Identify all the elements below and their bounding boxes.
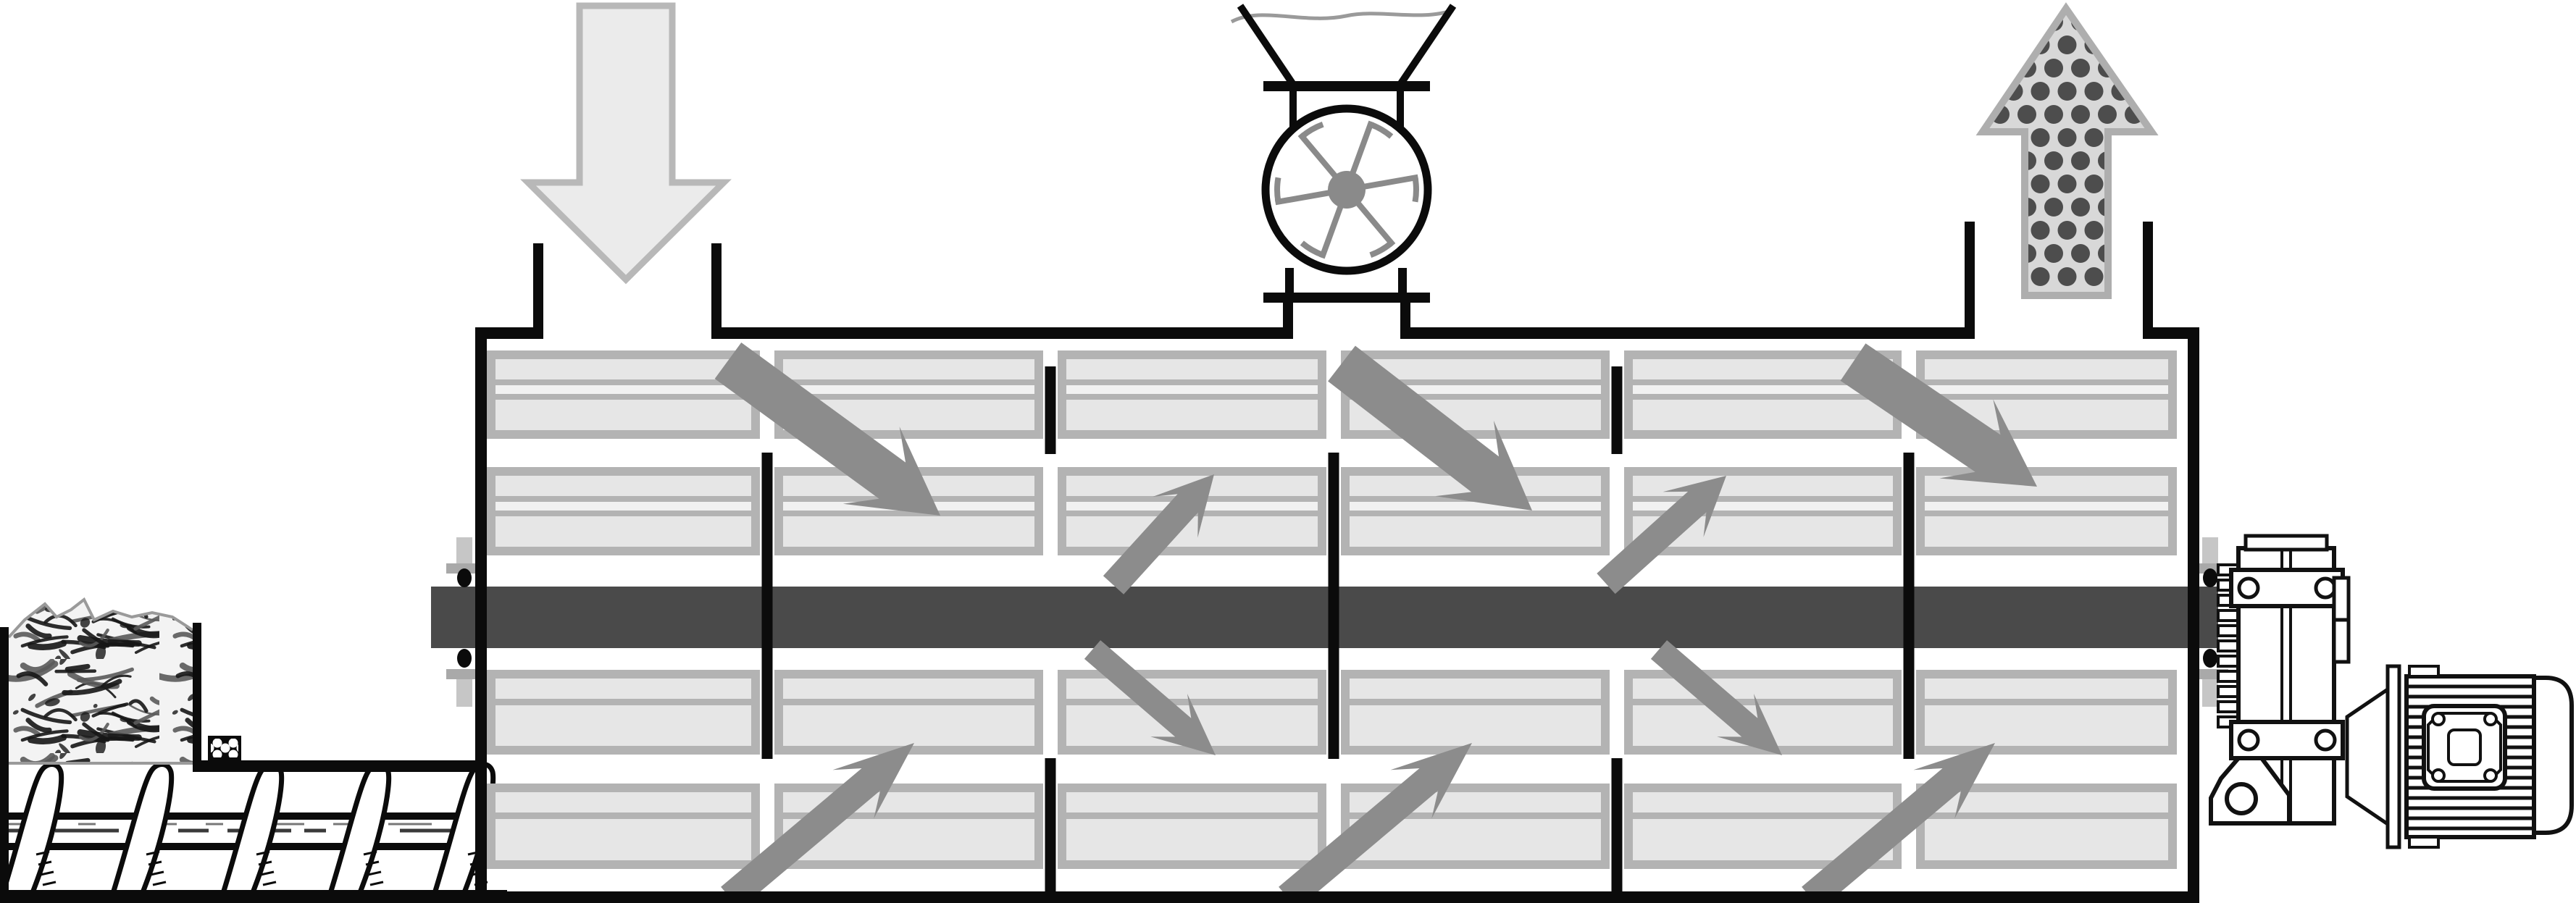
valve-outlet-duct-wall [1283, 303, 1293, 339]
gearbox-fin [2217, 609, 2240, 622]
partition-bottom-stub [1045, 758, 1056, 891]
airlock-feeder-block [208, 736, 241, 760]
bracket-bolt [2237, 576, 2260, 600]
bracket-bolt [2314, 576, 2337, 600]
belt-decks [487, 350, 2177, 869]
bearing-bolt [2203, 568, 2217, 587]
valve-vane-flap [1300, 240, 1324, 258]
flow-bottom-1-arrow-icon [721, 743, 914, 903]
bracket-bolt [2237, 728, 2260, 752]
inlet-duct-wall [711, 243, 722, 339]
drive-motor [2404, 665, 2574, 849]
belt-deck-row [487, 784, 2177, 869]
valve-housing-wall [1398, 268, 1407, 294]
screw-conveyor [0, 762, 507, 903]
terminal-bolt [2431, 768, 2446, 783]
bearing-bolt [457, 568, 472, 587]
motor-tab [2408, 665, 2440, 678]
flow-top-1-arrow-icon [714, 343, 940, 516]
valve-vane-flap [1412, 177, 1419, 203]
valve-vane-flap [1300, 122, 1324, 139]
hopper-wall [1237, 4, 1297, 88]
flow-bottom-3-arrow-icon [1802, 743, 1995, 903]
partition-bottom-stub [1611, 758, 1623, 891]
flow-arrows [714, 343, 2037, 903]
conveyor-trough-bottom [0, 890, 507, 903]
partition-top-stub [1611, 366, 1623, 454]
flow-up-2-arrow-icon [1597, 476, 1726, 595]
valve-vane-flap [1369, 240, 1394, 258]
gearbox-flange [2332, 576, 2351, 622]
partition-top-stub [1045, 366, 1056, 454]
material-level-line [1230, 8, 1454, 24]
flow-up-1-arrow-icon [1103, 474, 1214, 595]
gearbox-fin [2217, 685, 2240, 698]
shaft-bearing [446, 649, 475, 707]
motor-flange-plate [2385, 664, 2401, 849]
hopper-flange [1263, 81, 1430, 91]
chamber-left-wall [475, 327, 487, 903]
drying-chamber-walls [475, 222, 2199, 903]
chamber-top-wall [722, 327, 1283, 339]
fan-cowl [2532, 676, 2574, 835]
chamber-top-wall [1410, 327, 1965, 339]
shaft-bearing [2199, 649, 2228, 707]
flow-down-1-arrow-icon [1084, 640, 1216, 755]
inlet-duct-wall [533, 243, 543, 339]
chamber-top-wall [475, 327, 533, 339]
rotary-valve [1261, 104, 1432, 339]
valve-vane-flap [1274, 177, 1281, 203]
valve-outlet-flange [1263, 293, 1430, 303]
drive-unit [2209, 534, 2574, 849]
bin-left-wall [0, 627, 9, 903]
foot-hole [2225, 782, 2258, 815]
motor-tab [2408, 836, 2440, 849]
rotor-shaft [431, 587, 2218, 648]
flow-down-2-arrow-icon [1650, 640, 1782, 755]
gearbox-fin [2217, 639, 2240, 652]
feed-hopper [1230, 4, 1457, 162]
gearbox-fin [2217, 624, 2240, 637]
bin-right-wall [193, 623, 201, 766]
flow-top-3-arrow-icon [1840, 343, 2037, 487]
gearbox [2209, 534, 2351, 826]
valve-housing-wall [1285, 268, 1294, 294]
outlet-duct-wall [2143, 222, 2153, 339]
pile-top-edge [7, 597, 194, 639]
bearing-bolt [2203, 649, 2217, 668]
terminal-bolt [2483, 768, 2498, 783]
chamber-bottom-wall [475, 891, 2199, 903]
motor-adapter [2345, 686, 2390, 828]
wet-material-bin [0, 597, 201, 903]
partition-middle [1903, 453, 1915, 759]
gearbox-fin [2217, 655, 2240, 668]
conveyor-floor-line [193, 760, 484, 772]
outlet-duct-wall [1965, 222, 1975, 339]
flow-top-2-arrow-icon [1328, 345, 1532, 511]
partition-middle [1328, 453, 1339, 759]
hopper-wall [1396, 4, 1457, 88]
chamber-partitions [761, 366, 1915, 891]
partition-middle [761, 453, 773, 759]
inlet-air-arrow-icon [520, 2, 732, 285]
chamber-right-wall [2188, 327, 2199, 903]
bearing-bolt [457, 649, 472, 668]
exhaust-air-arrow-icon [1975, 2, 2159, 299]
belt-deck-row [487, 670, 2177, 755]
wet-material-pile [9, 600, 193, 765]
gearbox-flange [2332, 618, 2351, 664]
gearbox-fin [2217, 670, 2240, 683]
gearbox-fin [2217, 700, 2240, 713]
terminal-bolt [2431, 712, 2446, 726]
chamber-top-wall [2153, 327, 2199, 339]
bracket-bolt [2314, 728, 2337, 752]
valve-vane-flap [1369, 122, 1394, 139]
valve-outlet-duct-wall [1400, 303, 1410, 339]
valve-hub [1328, 171, 1366, 209]
flow-bottom-2-arrow-icon [1279, 743, 1472, 903]
shaft-bearing [446, 537, 475, 587]
belt-deck-row [487, 350, 2177, 439]
terminal-bolt [2483, 712, 2498, 726]
